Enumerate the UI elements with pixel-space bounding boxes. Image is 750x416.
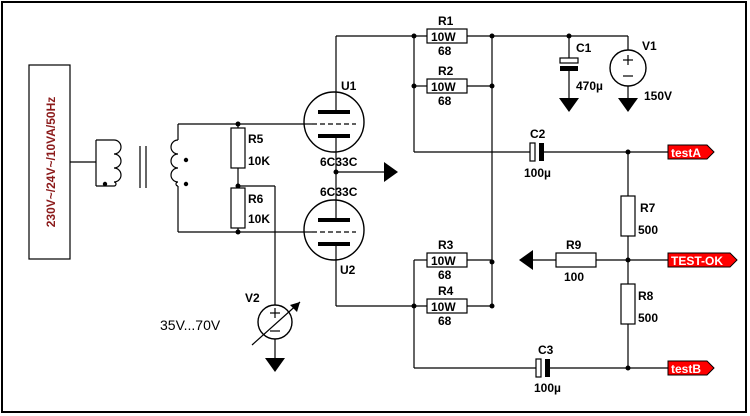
- tag-test-ok: TEST-OK: [667, 252, 738, 268]
- r5-name: R5: [248, 132, 264, 146]
- r5-value: 10K: [248, 154, 270, 168]
- u1-name: U1: [341, 79, 357, 93]
- v2-name: V2: [245, 291, 260, 305]
- r3-value: 10W: [431, 254, 456, 268]
- r4-name: R4: [438, 284, 454, 298]
- r8-name: R8: [638, 289, 654, 303]
- resistor-r1: R1 10W 68: [426, 14, 468, 58]
- r7-value: 500: [638, 223, 658, 237]
- r3-name: R3: [438, 238, 454, 252]
- c3-value: 100µ: [534, 381, 561, 395]
- r1-name: R1: [438, 14, 454, 28]
- transformer: 230V~/24V~/10VA/50Hz: [28, 64, 189, 260]
- capacitor-c3: C3 100µ: [534, 343, 561, 395]
- resistor-r6: R6 10K: [230, 187, 270, 232]
- v2-range: 35V...70V: [160, 317, 221, 333]
- r9-name: R9: [566, 238, 582, 252]
- r4-sub: 68: [438, 314, 452, 328]
- resistor-r9: R9 100: [555, 238, 597, 284]
- r8-value: 500: [638, 311, 658, 325]
- c2-name: C2: [530, 127, 546, 141]
- tag-test-ok-label: TEST-OK: [671, 254, 723, 268]
- r6-value: 10K: [248, 212, 270, 226]
- capacitor-c1: C1 470µ: [559, 36, 603, 112]
- r3-sub: 68: [438, 268, 452, 282]
- ground-arrow: [384, 162, 398, 182]
- c3-name: C3: [538, 343, 554, 357]
- r1-value: 10W: [431, 30, 456, 44]
- resistor-r5: R5 10K: [230, 124, 270, 188]
- v1-name: V1: [642, 39, 657, 53]
- source-v2: V2 35V...70V: [160, 291, 301, 372]
- primary-coil: [113, 139, 122, 187]
- tag-testb-label: testB: [671, 362, 701, 376]
- secondary-coil: [170, 139, 179, 187]
- tag-testb: testB: [667, 360, 715, 376]
- c1-value: 470µ: [576, 79, 603, 93]
- tag-testa-label: testA: [671, 146, 701, 160]
- r2-name: R2: [438, 64, 454, 78]
- resistor-r2: R2 10W 68: [426, 64, 468, 108]
- v1-value: 150V: [644, 89, 672, 103]
- c2-value: 100µ: [524, 166, 551, 180]
- resistor-r3: R3 10W 68: [426, 238, 468, 282]
- tube-u1: U1 6C33C: [303, 79, 365, 169]
- r4-value: 10W: [431, 300, 456, 314]
- transformer-label: 230V~/24V~/10VA/50Hz: [44, 97, 58, 228]
- r2-value: 10W: [431, 80, 456, 94]
- r9-value: 100: [564, 270, 584, 284]
- c1-name: C1: [576, 41, 592, 55]
- u1-type: 6C33C: [320, 155, 358, 169]
- capacitor-c2: C2 100µ: [524, 127, 551, 180]
- ground-arrow-r9: [519, 250, 533, 270]
- tube-u2: 6C33C U2: [303, 185, 365, 277]
- source-v1: V1 150V: [609, 36, 672, 112]
- tag-testa: testA: [667, 144, 715, 160]
- transformer-label-box: [28, 64, 71, 260]
- r7-name: R7: [640, 201, 656, 215]
- u2-type: 6C33C: [320, 185, 358, 199]
- r6-name: R6: [248, 192, 264, 206]
- u2-name: U2: [340, 263, 356, 277]
- r2-sub: 68: [438, 94, 452, 108]
- resistor-r8: R8 500: [620, 283, 658, 325]
- r1-sub: 68: [438, 44, 452, 58]
